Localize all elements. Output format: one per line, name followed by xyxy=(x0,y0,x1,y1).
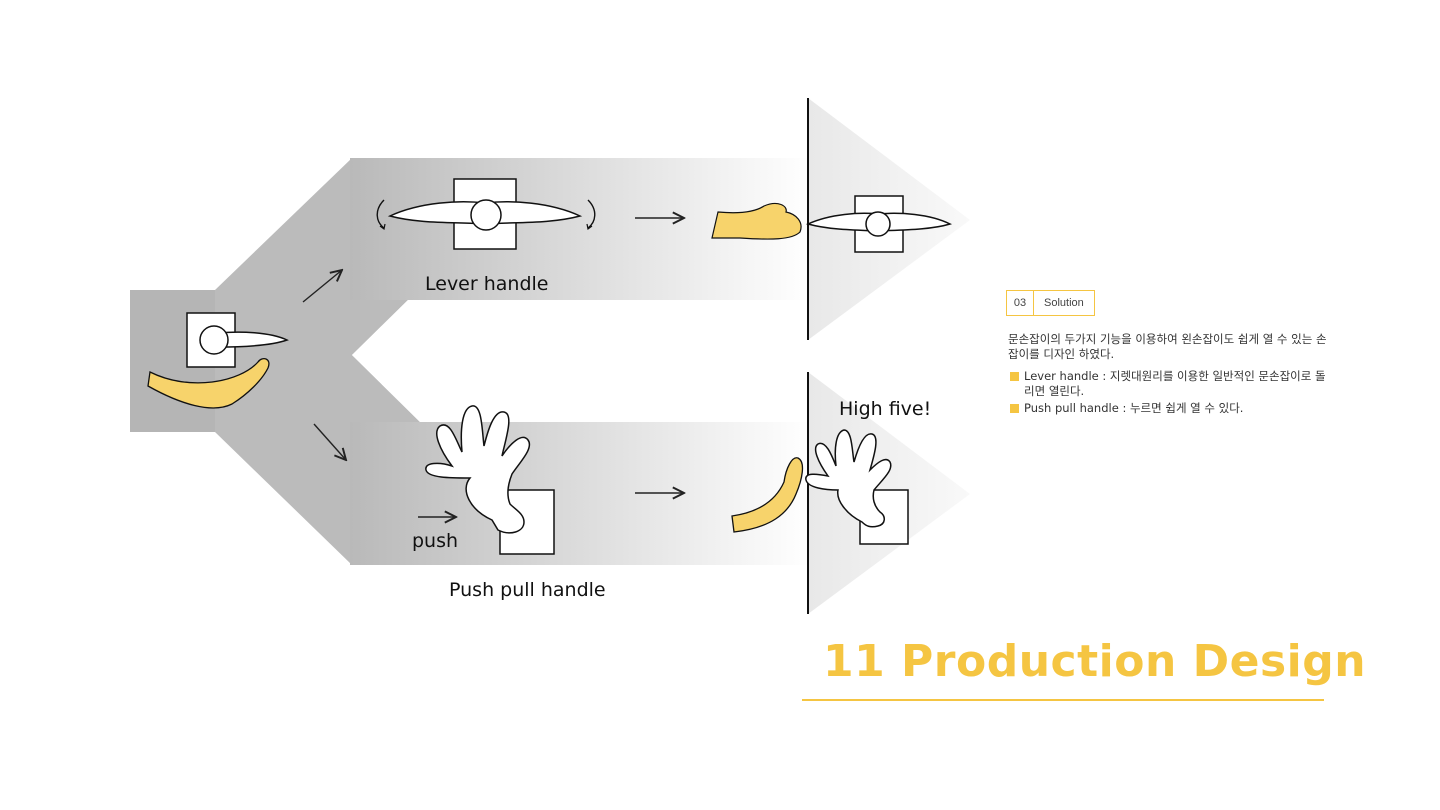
lever-handle-label: Lever handle xyxy=(425,273,548,295)
start-arm-icon xyxy=(147,357,270,409)
start-handle-icon xyxy=(186,312,289,368)
lever-handle-icon xyxy=(376,178,596,250)
solution-bullet-text: Lever handle : 지렛대원리를 이용한 일반적인 문손잡이로 돌리면… xyxy=(1024,369,1326,398)
push-label: push xyxy=(412,530,458,552)
bullet-square-icon xyxy=(1010,372,1019,381)
solution-description-block: 문손잡이의 두가지 기능을 이용하여 왼손잡이도 쉽게 열 수 있는 손잡이를 … xyxy=(1008,332,1328,418)
solution-number: 03 xyxy=(1007,291,1034,315)
solution-description: 문손잡이의 두가지 기능을 이용하여 왼손잡이도 쉽게 열 수 있는 손잡이를 … xyxy=(1008,332,1327,361)
push-pull-handle-label: Push pull handle xyxy=(449,579,606,601)
fork-band xyxy=(130,158,810,565)
arrow-up-icon xyxy=(302,270,342,303)
solution-bullet-text: Push pull handle : 누르면 쉽게 열 수 있다. xyxy=(1024,401,1244,415)
solution-tag: 03 Solution xyxy=(1006,290,1095,316)
arrow-down-icon xyxy=(313,423,346,460)
door-push-pull-handle-icon xyxy=(805,429,909,545)
bullet-square-icon xyxy=(1010,404,1019,413)
push-pull-handle-icon xyxy=(425,405,555,555)
solution-title: Solution xyxy=(1044,297,1084,309)
door-lever-handle-icon xyxy=(805,195,953,253)
high-five-label: High five! xyxy=(839,398,931,420)
solution-bullet: Lever handle : 지렛대원리를 이용한 일반적인 문손잡이로 돌리면… xyxy=(1008,369,1328,399)
solution-bullet: Push pull handle : 누르면 쉽게 열 수 있다. xyxy=(1008,401,1328,416)
title-underline xyxy=(802,699,1324,701)
hand-on-lever-icon xyxy=(711,202,802,240)
arm-high-five-icon xyxy=(731,457,804,533)
page-title: 11 Production Design xyxy=(823,636,1367,687)
